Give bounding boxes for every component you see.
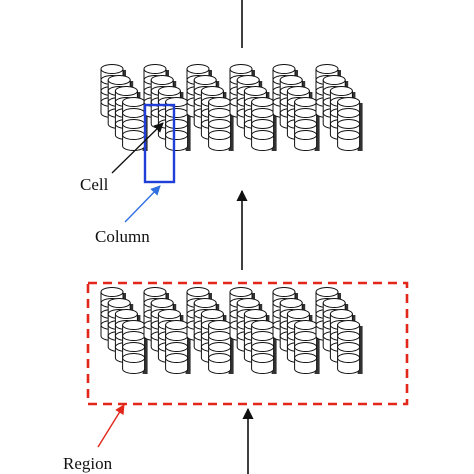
column-highlight-box (143, 103, 176, 184)
column-group (186, 287, 234, 374)
cell-cylinder (122, 130, 146, 151)
cell-cylinder (294, 353, 318, 374)
cell-cylinder (337, 130, 361, 151)
cell-column (337, 320, 363, 374)
column-group (186, 64, 234, 151)
column-group (315, 287, 363, 374)
region-dashed-box (86, 281, 409, 406)
column-arrow (124, 185, 161, 223)
cell-cylinder (165, 130, 189, 151)
cell-column (337, 97, 363, 151)
cell-cylinder (251, 130, 275, 151)
column-group (272, 64, 320, 151)
cell-column (208, 320, 234, 374)
cell-cylinder (294, 130, 318, 151)
cell-arrow (111, 122, 164, 174)
cell-cylinder (251, 353, 275, 374)
column-group (272, 287, 320, 374)
cell-label: Cell (80, 175, 109, 194)
cell-cylinder (122, 353, 146, 374)
cell-cylinder (165, 353, 189, 374)
column-group (143, 64, 191, 151)
column-group (315, 64, 363, 151)
column-group (100, 64, 148, 151)
cell-layer-bottom (100, 287, 363, 374)
column-group (143, 287, 191, 374)
column-label: Column (95, 227, 150, 246)
cell-column (251, 97, 277, 151)
cell-layer-top (100, 64, 363, 151)
cell-column (294, 320, 320, 374)
cell-cylinder (208, 130, 232, 151)
region-label: Region (63, 454, 113, 473)
cell-column (165, 320, 191, 374)
column-group (229, 64, 277, 151)
cell-column (122, 320, 148, 374)
cell-cylinder (208, 353, 232, 374)
region-arrow (97, 404, 125, 448)
cell-cylinder (337, 353, 361, 374)
column-group (100, 287, 148, 374)
cell-column (208, 97, 234, 151)
cell-column (251, 320, 277, 374)
column-group (229, 287, 277, 374)
